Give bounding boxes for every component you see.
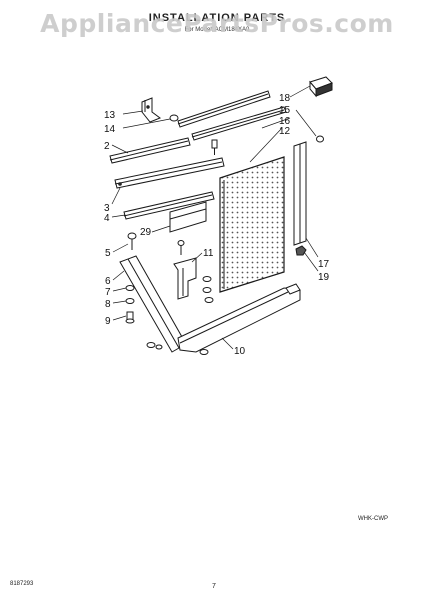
callout-6: 6 xyxy=(105,276,111,287)
part-8-washer xyxy=(125,298,135,304)
part-18-block xyxy=(309,76,333,98)
callout-29: 29 xyxy=(140,227,152,238)
callout-10: 10 xyxy=(234,346,246,357)
part-15-screw xyxy=(316,135,324,143)
part-10-rail xyxy=(177,283,301,353)
part-3-rail xyxy=(114,157,225,189)
part-14-screw xyxy=(169,114,179,122)
callout-19: 19 xyxy=(318,272,330,283)
page-title: INSTALLATION PARTS xyxy=(148,12,286,24)
watermark-text: AppliancePartsPros.com xyxy=(40,9,394,38)
callout-3: 3 xyxy=(104,203,110,214)
callout-4: 4 xyxy=(104,213,110,224)
callout-5: 5 xyxy=(105,248,111,259)
part-right-upper-rail xyxy=(191,106,287,141)
part-29-plate xyxy=(169,201,207,233)
page-number: 7 xyxy=(212,583,216,590)
part-12-panel xyxy=(219,156,285,293)
callout-13: 13 xyxy=(104,110,116,121)
document-number: 8187293 xyxy=(10,581,34,587)
callout-7: 7 xyxy=(105,287,111,298)
part-13-bracket xyxy=(141,97,162,123)
callout-8: 8 xyxy=(105,299,111,310)
part-bottom-hardware xyxy=(146,342,209,355)
part-2-rail xyxy=(109,137,191,164)
callout-11: 11 xyxy=(203,248,214,259)
part-4-rail xyxy=(123,191,215,220)
callout-labels: 13 14 2 3 4 29 5 6 7 8 9 11 10 18 15 16 … xyxy=(104,93,330,357)
part-7-washer xyxy=(125,285,135,291)
callout-2: 2 xyxy=(104,141,110,152)
part-top-rail xyxy=(177,90,271,128)
part-16-screw xyxy=(211,139,218,155)
diagram-code: WHK-CWP xyxy=(358,516,388,522)
part-11-washers xyxy=(202,276,214,303)
callout-12: 12 xyxy=(279,126,291,137)
callout-14: 14 xyxy=(104,124,116,135)
callout-16: 16 xyxy=(279,116,291,127)
leader-lines xyxy=(111,85,319,350)
part-15-post xyxy=(293,141,307,246)
part-9-bolt xyxy=(125,311,135,324)
part-5-screw xyxy=(127,232,137,250)
callout-17: 17 xyxy=(318,259,330,270)
callout-18: 18 xyxy=(279,93,291,104)
part-11-bracket xyxy=(173,257,197,300)
model-subtitle: For Model: ACM184XA0 xyxy=(184,27,250,33)
callout-15: 15 xyxy=(279,105,291,116)
part-19-nut xyxy=(295,245,307,256)
part-6-leg xyxy=(119,255,187,353)
callout-9: 9 xyxy=(105,316,111,327)
part-11-screw xyxy=(177,240,185,255)
